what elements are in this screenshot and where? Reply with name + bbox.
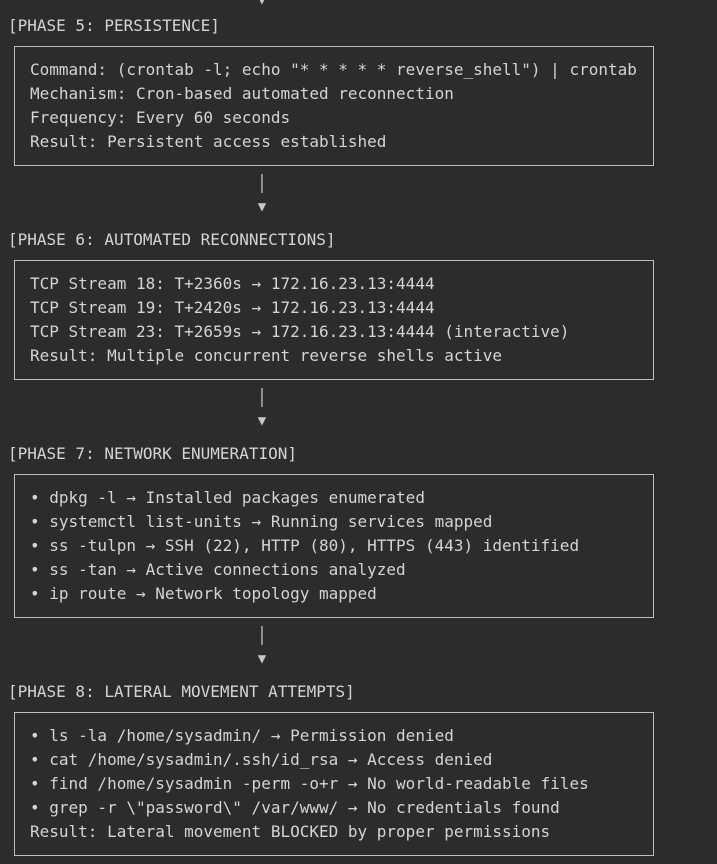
- flow-connector: │ ▼: [252, 384, 272, 430]
- arrow-down-icon: ▼: [257, 0, 267, 8]
- detail-line: • ss -tan → Active connections analyzed: [30, 560, 406, 579]
- phase-6-section: [PHASE 6: AUTOMATED RECONNECTIONS] TCP S…: [8, 228, 717, 380]
- detail-line: Result: Persistent access established: [30, 132, 387, 151]
- detail-line: Mechanism: Cron-based automated reconnec…: [30, 84, 454, 103]
- phase-7-section: [PHASE 7: NETWORK ENUMERATION] • dpkg -l…: [8, 442, 717, 618]
- connector-line: │: [257, 174, 267, 193]
- connector-line: │: [257, 626, 267, 645]
- detail-line: Result: Multiple concurrent reverse shel…: [30, 346, 503, 365]
- detail-line: • cat /home/sysadmin/.ssh/id_rsa → Acces…: [30, 750, 493, 769]
- phase-5-box: Command: (crontab -l; echo "* * * * * re…: [14, 46, 654, 166]
- phase-5-title: [PHASE 5: PERSISTENCE]: [8, 16, 220, 35]
- phase-5-section: [PHASE 5: PERSISTENCE] Command: (crontab…: [8, 14, 717, 166]
- detail-line: Frequency: Every 60 seconds: [30, 108, 291, 127]
- detail-line: • dpkg -l → Installed packages enumerate…: [30, 488, 425, 507]
- detail-line: • systemctl list-units → Running service…: [30, 512, 493, 531]
- flow-connector: │ ▼: [252, 170, 272, 216]
- phase-7-title: [PHASE 7: NETWORK ENUMERATION]: [8, 444, 297, 463]
- detail-line: • grep -r \"password\" /var/www/ → No cr…: [30, 798, 560, 817]
- arrow-down-icon: ▼: [257, 199, 267, 215]
- phase-8-title: [PHASE 8: LATERAL MOVEMENT ATTEMPTS]: [8, 682, 355, 701]
- phase-8-section: [PHASE 8: LATERAL MOVEMENT ATTEMPTS] • l…: [8, 680, 717, 856]
- detail-line: TCP Stream 23: T+2659s → 172.16.23.13:44…: [30, 322, 570, 341]
- arrow-down-icon: ▼: [257, 413, 267, 429]
- detail-line: Result: Lateral movement BLOCKED by prop…: [30, 822, 551, 841]
- connector-line: │: [257, 388, 267, 407]
- flow-connector: │ ▼: [252, 622, 272, 668]
- detail-line: • ss -tulpn → SSH (22), HTTP (80), HTTPS…: [30, 536, 580, 555]
- phase-7-box: • dpkg -l → Installed packages enumerate…: [14, 474, 654, 618]
- detail-line: TCP Stream 18: T+2360s → 172.16.23.13:44…: [30, 274, 435, 293]
- detail-line: • ls -la /home/sysadmin/ → Permission de…: [30, 726, 454, 745]
- detail-line: TCP Stream 19: T+2420s → 172.16.23.13:44…: [30, 298, 435, 317]
- phase-6-title: [PHASE 6: AUTOMATED RECONNECTIONS]: [8, 230, 336, 249]
- detail-line: • ip route → Network topology mapped: [30, 584, 377, 603]
- detail-line: • find /home/sysadmin -perm -o+r → No wo…: [30, 774, 589, 793]
- phase-8-box: • ls -la /home/sysadmin/ → Permission de…: [14, 712, 654, 856]
- phase-6-box: TCP Stream 18: T+2360s → 172.16.23.13:44…: [14, 260, 654, 380]
- flow-connector-top: ▼: [252, 0, 272, 8]
- detail-line: Command: (crontab -l; echo "* * * * * re…: [30, 60, 637, 79]
- arrow-down-icon: ▼: [257, 651, 267, 667]
